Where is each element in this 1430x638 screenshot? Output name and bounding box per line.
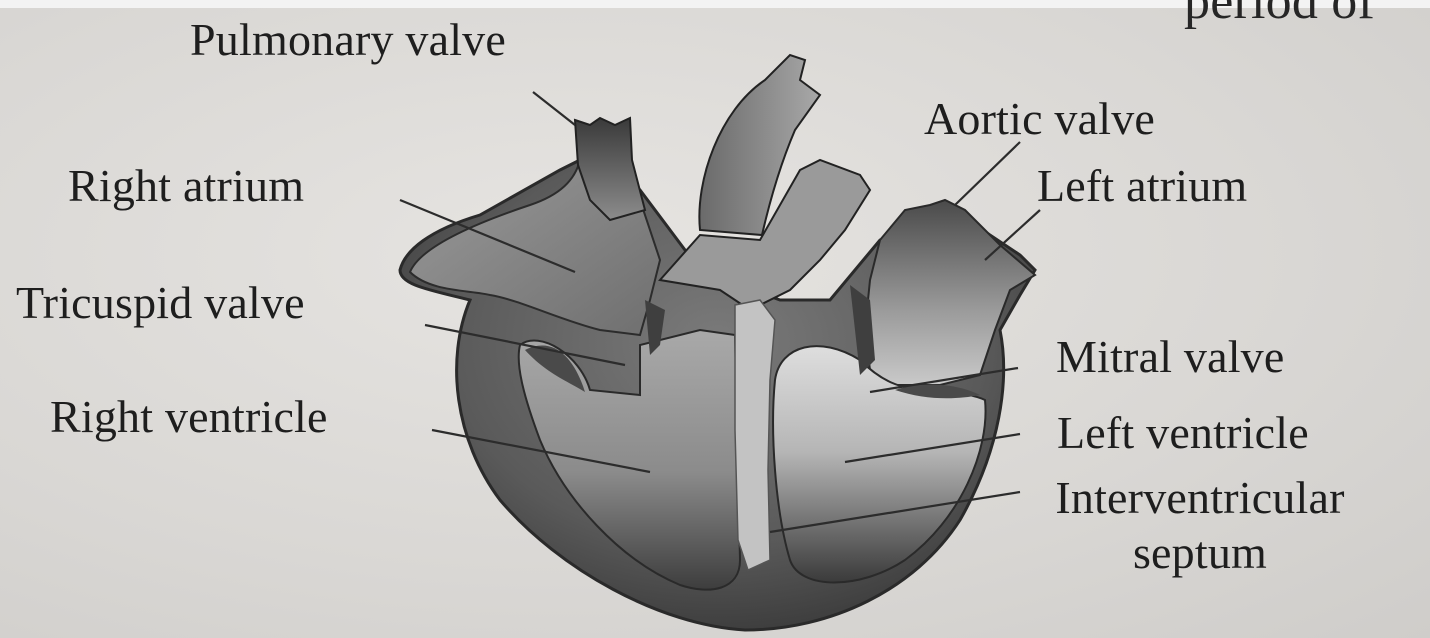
label-aortic-valve: Aortic valve (924, 96, 1155, 142)
label-interventricular-septum: Interventricular septum (1040, 470, 1360, 580)
leader-aortic-valve (955, 142, 1020, 205)
label-left-ventricle: Left ventricle (1057, 410, 1309, 456)
interventricular-septum (735, 300, 775, 570)
label-right-atrium: Right atrium (68, 163, 304, 209)
label-right-ventricle: Right ventricle (50, 394, 328, 440)
label-pulmonary-valve: Pulmonary valve (190, 17, 506, 63)
label-interventricular-line2: septum (1040, 525, 1360, 580)
label-mitral-valve: Mitral valve (1056, 334, 1285, 380)
label-interventricular-line1: Interventricular (1040, 470, 1360, 525)
label-tricuspid-valve: Tricuspid valve (16, 280, 305, 326)
cropped-header-text: period of (1184, 0, 1375, 28)
left-atrium-chamber (865, 200, 1035, 385)
leader-pulmonary-valve (533, 92, 575, 125)
label-left-atrium: Left atrium (1037, 163, 1247, 209)
